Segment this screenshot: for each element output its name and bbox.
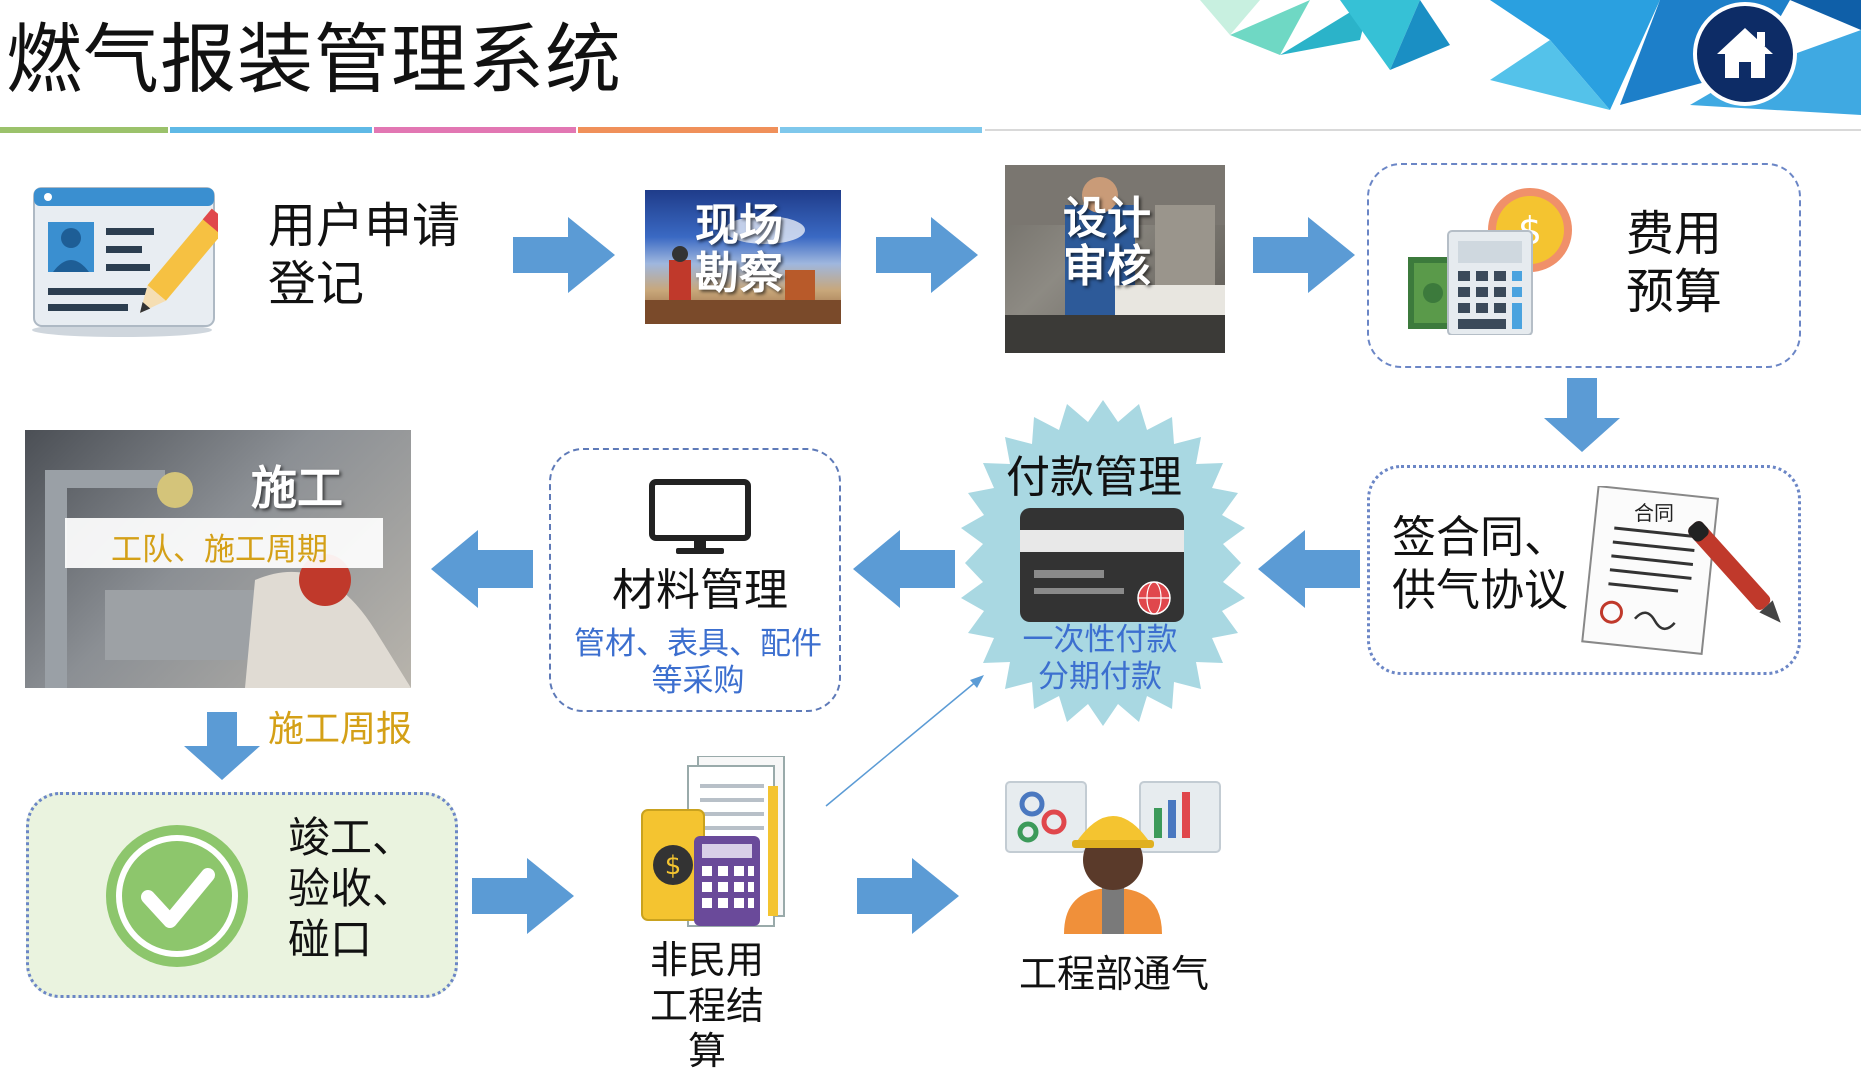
contract-label: 签合同、 供气协议 (1392, 512, 1568, 618)
title-underline-gray (985, 129, 1861, 131)
material-sub: 管材、表具、配件 等采购 (570, 626, 826, 700)
register-label-line1: 用户申请 (268, 198, 461, 254)
arrow-survey-to-design (876, 217, 978, 293)
completion-box (26, 792, 458, 998)
arrow-completion-to-settlement (472, 858, 574, 934)
title-underline-4 (578, 127, 778, 133)
construction-sub-banner (65, 518, 383, 568)
design-photo-title: 设计 审核 (1063, 193, 1151, 293)
completion-label-line1: 竣工、 (288, 813, 415, 862)
payment-title: 付款管理 (1006, 452, 1182, 503)
material-title: 材料管理 (612, 565, 788, 616)
calculator-money-icon: $ (1408, 188, 1572, 335)
arrow-register-to-survey (513, 217, 615, 293)
construction-photo-title: 施工 (251, 461, 343, 515)
gas-on-label: 工程部通气 (1019, 952, 1210, 996)
payment-sub-line1: 一次性付款 (1022, 622, 1178, 658)
svg-text:$: $ (665, 851, 682, 881)
construction-photo: 施工 工队、施工周期 (25, 430, 411, 688)
arrow-design-to-budget (1253, 217, 1355, 293)
survey-photo: 现场 勘察 (645, 190, 841, 324)
contract-label-line1: 签合同、 (1392, 512, 1568, 563)
material-sub-line2: 等采购 (651, 663, 745, 700)
construction-sub-label: 工队、施工周期 (111, 532, 328, 568)
contract-label-line2: 供气协议 (1392, 564, 1568, 616)
invoice-calculator-icon: $ (641, 756, 785, 927)
register-label: 用户申请 登记 (268, 198, 460, 313)
check-circle-icon (106, 825, 248, 967)
budget-label-line1: 费用 (1626, 206, 1723, 262)
contract-box (1367, 465, 1801, 675)
survey-title-line2: 勘察 (695, 248, 783, 300)
completion-label-line3: 碰口 (288, 915, 373, 965)
contract-pen-icon: 合同 (1581, 486, 1781, 655)
title-underline-1 (0, 127, 168, 133)
weekly-report-label: 施工周报 (268, 709, 413, 750)
title-underline-2 (170, 127, 372, 133)
arrow-material-to-construction (431, 530, 533, 608)
arrow-settlement-to-payment (825, 675, 984, 807)
arrow-construction-to-completion (184, 712, 260, 780)
arrow-contract-to-payment (1258, 530, 1360, 608)
home-button[interactable] (1693, 2, 1797, 106)
title-underline-5 (780, 127, 982, 133)
design-title-line1: 设计 (1063, 193, 1151, 244)
budget-label-line2: 预算 (1626, 263, 1723, 320)
arrow-payment-to-material (853, 530, 955, 608)
design-photo: 设计 审核 (1005, 165, 1225, 353)
completion-label-line2: 验收、 (288, 864, 415, 914)
settlement-label-line1: 非民用 (649, 938, 764, 982)
payment-sub: 一次性付款 分期付款 (1010, 622, 1190, 696)
engineer-monitor-icon (1005, 781, 1221, 934)
survey-photo-title: 现场 勘察 (695, 200, 783, 300)
budget-label: 费用 预算 (1626, 206, 1722, 321)
register-label-line2: 登记 (268, 255, 365, 312)
monitor-icon (649, 479, 751, 554)
title-underline-3 (374, 127, 576, 133)
budget-box (1367, 163, 1801, 368)
contract-doc-title: 合同 (1634, 501, 1674, 525)
user-card-icon (32, 187, 218, 337)
home-icon (1717, 28, 1773, 78)
page-title: 燃气报装管理系统 (6, 15, 622, 104)
completion-label: 竣工、 验收、 碰口 (288, 812, 414, 966)
flow-arrows (184, 217, 1620, 934)
payment-sub-line2: 分期付款 (1038, 659, 1162, 696)
arrow-budget-to-contract (1544, 378, 1620, 452)
settlement-label-line2: 工程结算 (649, 983, 764, 1074)
material-sub-line1: 管材、表具、配件 (574, 626, 822, 662)
arrow-settlement-to-gas (857, 858, 959, 934)
material-box (549, 448, 841, 712)
settlement-label: 非民用 工程结算 (636, 938, 778, 1075)
credit-card-icon (1020, 508, 1184, 622)
survey-title-line1: 现场 (695, 200, 783, 251)
design-title-line2: 审核 (1063, 241, 1151, 293)
